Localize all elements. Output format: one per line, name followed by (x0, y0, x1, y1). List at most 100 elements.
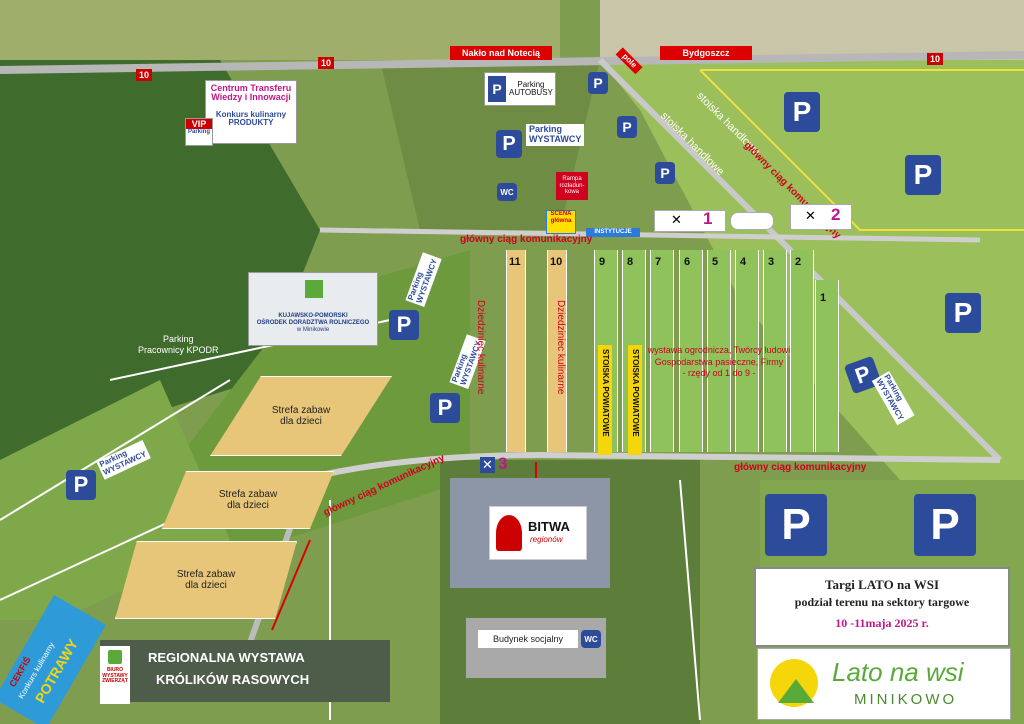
autobusy-line1: Parking (517, 79, 545, 89)
direction-bydgoszcz: Bydgoszcz (660, 46, 752, 60)
kpodr-line1: KUJAWSKO-POMORSKI (278, 313, 348, 319)
sector-strip (679, 250, 703, 452)
parking-kpodr-label: Parking Pracownicy KPODR (138, 334, 219, 356)
parking-icon: P (430, 393, 460, 423)
bitwa-label: BITWA (528, 519, 570, 534)
biuro-sign: BIURO WYSTAWY ZWIERZĄT (100, 646, 130, 704)
wystawcy-line2: WYSTAWCY (529, 133, 582, 144)
parking-kpodr-line1: Parking (163, 334, 194, 344)
main-route-label: główny ciąg komunikacyjny (460, 234, 593, 245)
biuro-line2: WYSTAWY (102, 672, 128, 679)
konkurs-title-1: Konkurs kulinarny (215, 109, 287, 119)
cutlery-icon: ✕ (480, 457, 495, 473)
kpodr-building: KUJAWSKO-POMORSKI OŚRODEK DORADZTWA ROLN… (248, 272, 378, 346)
stoiska-powiatowe-strip: STOISKA POWIATOWE (598, 345, 612, 455)
wc-sign: WC (581, 630, 601, 648)
sector-number: 9 (599, 256, 606, 268)
parking-icon: P (617, 116, 637, 138)
stoiska-powiatowe-strip: STOISKA POWIATOWE (628, 345, 642, 455)
parking-icon: P (588, 72, 608, 94)
sector-number: 2 (795, 256, 802, 268)
kroliki-line1: REGIONALNA WYSTAWA (148, 650, 305, 665)
dziedziniec-label: Dziedziniec kulinarne (555, 300, 566, 395)
gastro-marker: ✕ 3 (474, 454, 514, 475)
parking-icon: P (784, 92, 820, 132)
grill-icon (730, 212, 774, 230)
logo-subtitle: MINIKOWO (854, 691, 958, 708)
logo-title: Lato na wsi (832, 657, 964, 687)
rampa-sign: Rampa rozładun-kowa (556, 172, 588, 200)
parking-kpodr-line2: Pracownicy KPODR (138, 344, 219, 355)
gastro-marker: ✕ 1 (654, 209, 726, 232)
gastro-number: 2 (831, 205, 841, 224)
budynek-label: Budynek socjalny (478, 630, 578, 648)
stoiska-powiatowe-label: STOISKA POWIATOWE (631, 349, 640, 437)
sector-number: 5 (712, 256, 719, 268)
wystawa-label: wystawa ogrodnicza, Twórcy ludowi Gospod… (644, 345, 794, 380)
info-box: Targi LATO na WSI podział terenu na sekt… (754, 567, 1010, 647)
zone-line2: dla dzieci (185, 580, 227, 591)
sector-strip (650, 250, 674, 452)
info-title: Targi LATO na WSI (824, 577, 940, 592)
sector-number: 8 (627, 256, 634, 268)
centrum-title-2: Wiedzy i Innowacji (211, 92, 291, 103)
dziedziniec-label: Dziedziniec kulinarne (475, 300, 486, 395)
gastro-marker: ✕ 2 (790, 204, 852, 230)
kpodr-logo-icon (305, 280, 323, 298)
sector-number: 7 (655, 256, 662, 268)
bitwa-sign: BITWA regionów (489, 506, 587, 560)
zone-line1: Strefa zabaw (176, 569, 236, 580)
parking-wystawcy-label: Parking WYSTAWCY (526, 124, 585, 146)
kpodr-line3: w Minikowie (296, 327, 330, 334)
sector-number: 6 (684, 256, 691, 268)
konkurs-title-2: PRODUKTY (228, 118, 274, 128)
budynek-socjalny (466, 618, 606, 678)
sector-number: 11 (509, 256, 521, 268)
kroliki-building: REGIONALNA WYSTAWA KRÓLIKÓW RASOWYCH (100, 640, 390, 702)
zone-line2: dla dzieci (280, 416, 322, 427)
biuro-line1: BIURO (106, 667, 124, 673)
centrum-sign: Centrum Transferu Wiedzy i Innowacji Kon… (205, 80, 297, 144)
parking-icon: P (905, 155, 941, 195)
autobusy-line2: AUTOBUSY (509, 88, 553, 97)
parking-icon: P (655, 162, 675, 184)
parking-icon: P (389, 310, 419, 340)
kpodr-line2: OŚRODEK DORADZTWA ROLNICZEGO (256, 320, 370, 327)
bitwa-sublabel: regionów (530, 535, 563, 544)
road-10-marker: 10 (318, 57, 335, 69)
scena-sign: SCENA główna (546, 210, 576, 234)
sector-number: 3 (768, 256, 775, 268)
centrum-title-1: Centrum Transferu (210, 83, 292, 93)
vip-parking-sign: VIP Parking (185, 118, 213, 146)
lato-logo: Lato na wsi MINIKOWO (757, 648, 1011, 720)
sector-strip (547, 250, 567, 452)
sector-strip (735, 250, 759, 452)
parking-icon: P (496, 130, 522, 158)
info-subtitle: podział terenu na sektory targowe (794, 595, 970, 609)
zone-line1: Strefa zabaw (271, 405, 331, 416)
vip-sub: Parking (187, 129, 210, 135)
kroliki-line2: KRÓLIKÓW RASOWYCH (156, 672, 310, 687)
biuro-line3: ZWIERZĄT (102, 678, 128, 684)
sector-number: 1 (820, 292, 827, 304)
sector-strip (763, 250, 787, 452)
wystawa-line3: - rzędy od 1 do 9 - (682, 368, 756, 379)
parking-icon: P (488, 76, 506, 102)
gastro-number: 1 (703, 209, 713, 228)
wystawa-line2: Gospodarstwa pasieczne, Firmy (654, 356, 784, 367)
gastro-number: 3 (498, 454, 508, 473)
biuro-logo-icon (108, 650, 122, 664)
main-route-label: główny ciąg komunikacyjny (734, 462, 867, 473)
stoiska-powiatowe-label: STOISKA POWIATOWE (601, 349, 610, 437)
sector-number: 4 (740, 256, 747, 268)
chef-icon (496, 515, 522, 551)
parking-icon: P (765, 494, 827, 556)
zone-line1: Strefa zabaw (218, 489, 278, 500)
instytucje-sign: INSTYTUCJE (586, 228, 640, 237)
parking-icon: P (945, 293, 981, 333)
wc-sign: WC (497, 183, 517, 201)
sector-strip (707, 250, 731, 452)
